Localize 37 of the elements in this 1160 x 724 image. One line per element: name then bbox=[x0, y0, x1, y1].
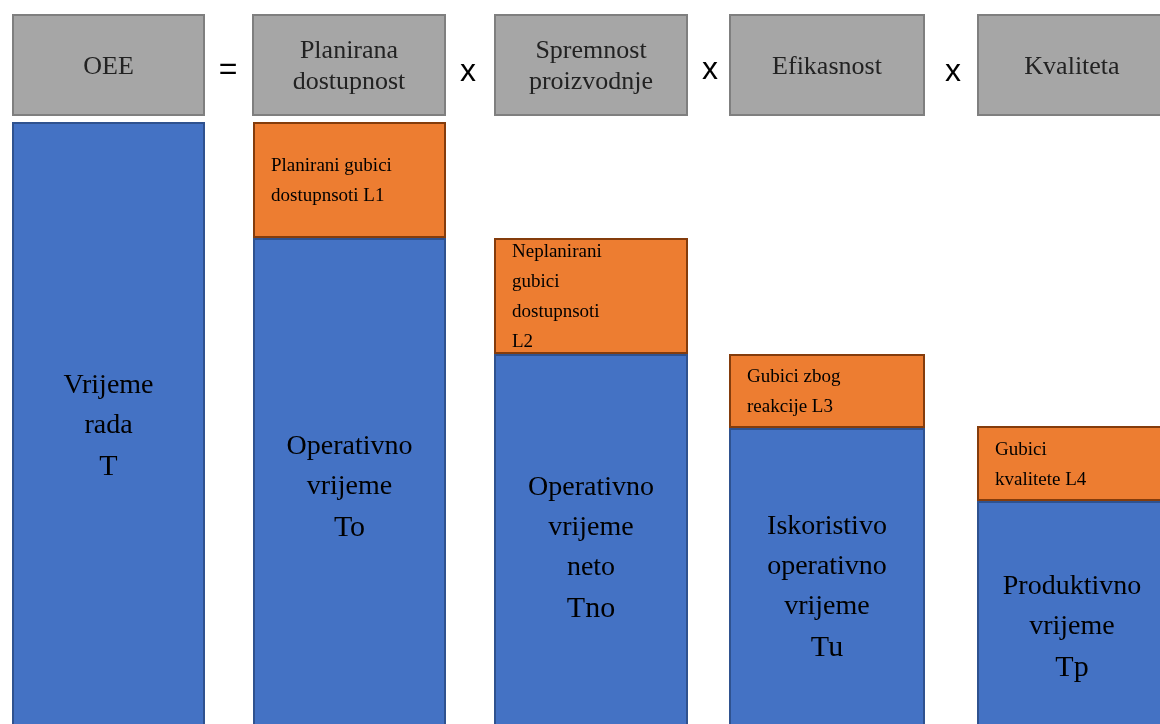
box-text: Planirana dostupnost bbox=[291, 34, 407, 96]
time-symbol: Tp bbox=[1055, 648, 1089, 684]
time-symbol: Tno bbox=[566, 589, 616, 625]
box-text: Neplanirani gubici dostupnsoti L2 bbox=[512, 239, 603, 353]
box-text: Efikasnost bbox=[772, 49, 882, 81]
box-text: Spremnost proizvodnje bbox=[527, 34, 655, 96]
time-bar bbox=[253, 238, 446, 724]
loss-box bbox=[729, 354, 925, 428]
operator-symbol: x bbox=[460, 53, 476, 87]
box-text: OEE bbox=[83, 49, 134, 81]
header-box bbox=[252, 14, 446, 116]
time-symbol: To bbox=[333, 508, 366, 544]
operator-symbol: = bbox=[218, 51, 238, 85]
box-text: Produktivno vrijeme bbox=[1001, 568, 1143, 642]
header-box bbox=[729, 14, 925, 116]
box-text: Kvaliteta bbox=[1024, 49, 1120, 81]
time-bar bbox=[977, 501, 1160, 724]
box-text: Operativno vrijeme bbox=[285, 428, 414, 502]
header-box bbox=[977, 14, 1160, 116]
time-symbol: T bbox=[99, 447, 118, 483]
box-text: Iskoristivo operativno vrijeme bbox=[766, 508, 888, 622]
box-text: Vrijeme rada bbox=[62, 367, 155, 441]
time-bar bbox=[12, 122, 205, 724]
operator-symbol: x bbox=[945, 53, 961, 87]
time-bar bbox=[729, 428, 925, 724]
header-box bbox=[12, 14, 205, 116]
box-text: Planirani gubici dostupnsoti L1 bbox=[271, 153, 393, 207]
loss-box bbox=[494, 238, 688, 354]
operator-symbol: x bbox=[702, 51, 718, 85]
time-bar bbox=[494, 354, 688, 724]
loss-box bbox=[253, 122, 446, 238]
loss-box bbox=[977, 426, 1160, 501]
box-text: Operativno vrijeme neto bbox=[527, 469, 655, 583]
header-box bbox=[494, 14, 688, 116]
box-text: Gubici kvalitete L4 bbox=[995, 436, 1088, 491]
box-text: Gubici zbog reakcije L3 bbox=[747, 364, 842, 418]
time-symbol: Tu bbox=[810, 628, 844, 664]
